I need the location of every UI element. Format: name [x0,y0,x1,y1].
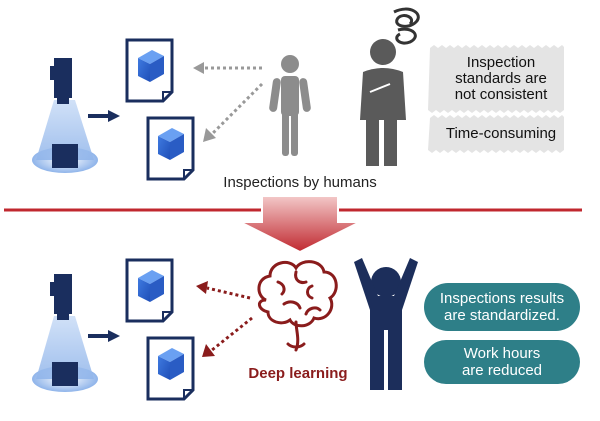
note-time-consuming: Time-consuming [445,125,557,142]
document-icon [125,258,174,323]
person-icon [269,55,311,156]
document-icon [125,38,174,103]
result-hours-reduced-pill: Work hours are reduced [424,340,580,384]
document-icon [146,336,195,401]
result-standardized-pill: Inspections results are standardized. [424,283,580,331]
brain-icon [257,260,338,352]
deep-learning-label: Deep learning [248,365,348,382]
dotted-arrow [196,281,251,300]
note-inconsistent-standards: Inspection standards are not consistent [454,54,548,103]
arrow-camera-to-doc-top [88,110,120,122]
camera-icon [32,274,98,392]
document-icon [146,116,195,181]
down-arrow-icon [239,195,361,254]
arrow-camera-to-doc-bottom [88,330,120,342]
thinking-person-icon [360,7,420,166]
celebrating-person-icon [354,258,418,390]
dotted-arrow [193,62,262,74]
dotted-arrow [203,82,264,142]
camera-icon [32,58,98,173]
note-box-background [428,45,564,153]
caption-inspections-by-humans: Inspections by humans [223,174,377,191]
dotted-arrow [202,316,253,357]
